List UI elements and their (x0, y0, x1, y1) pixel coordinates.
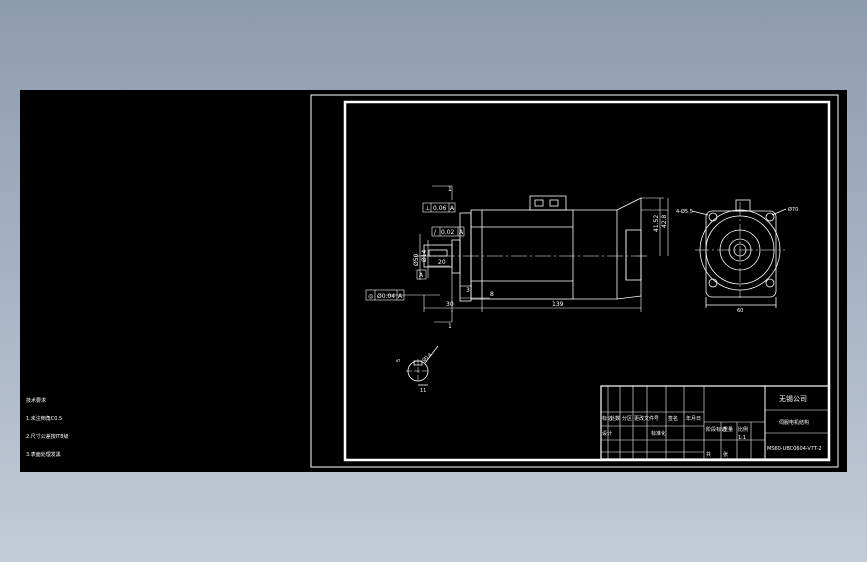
dim-shaft-length: 30 (446, 301, 454, 308)
side-view-dimensions (386, 185, 669, 323)
dim-pilot-dia: Ø50 (413, 253, 420, 266)
sheet-outer-border (310, 94, 839, 468)
shaft-section-view (406, 345, 439, 386)
tol1-value: 0.06 (433, 205, 447, 212)
dim-h2: 42.8 (661, 214, 668, 228)
sec-depth: 5 (396, 359, 402, 362)
cad-viewport[interactable]: ⊥ 0.06 A / 0.02 A ◎ Ø0.04 A A 1 1 20 3 3… (20, 90, 847, 472)
dim-holes: 4-Ø5.5 (676, 208, 693, 215)
technical-notes: 技术要求 1.未注倒角C0.5 2.尺寸公差按IT8级 3.表面处理发黑 (26, 386, 68, 464)
tb-scale-label: 比例 (738, 426, 748, 433)
tb-stage-label: 阶段标记 (706, 426, 726, 433)
tolerance-frame-3: ◎ Ø0.04 A (365, 289, 405, 301)
datum-marker: A (416, 269, 427, 280)
svg-text:⊥: ⊥ (425, 205, 430, 212)
datum-label: A (419, 272, 424, 279)
tolerance-frame-2: / 0.02 A (431, 226, 465, 237)
svg-text:◎: ◎ (368, 293, 373, 300)
tol1-ref: A (450, 205, 455, 212)
notes-title: 技术要求 (26, 398, 47, 404)
sec-height: 11 (420, 388, 426, 394)
dim-pcd: Ø70 (788, 206, 798, 213)
dim-key-length: 20 (438, 259, 446, 266)
tol2-value: 0.02 (441, 229, 455, 236)
tol3-ref: A (398, 293, 403, 300)
motor-end-view (691, 199, 787, 308)
dim-h1: 41.52 (653, 215, 660, 232)
dim-body-length: 139 (552, 301, 564, 308)
sheet-inner-border (343, 100, 831, 462)
tol3-value: Ø0.04 (377, 293, 395, 300)
tb-sheet-label: 共 (706, 451, 711, 458)
notes-line-2: 2.尺寸公差按IT8级 (26, 434, 69, 440)
tb-row-standard: 标准化 (651, 430, 666, 437)
tb-weight-label: 重量 (723, 426, 733, 433)
sec-width: Ø14 (421, 352, 433, 364)
tb-drawing-no: MS60-UBC0604-V7T-2 (767, 446, 822, 452)
tb-sheet-label-2: 张 (723, 451, 728, 458)
section-mark-top: 1 (448, 186, 452, 193)
section-dimension-labels: Ø14 11 5 (396, 352, 433, 394)
dim-flange: 8 (490, 291, 494, 298)
dim-width: 60 (737, 308, 743, 314)
motor-side-view (415, 195, 650, 302)
dim-shaft-dia: Ø14 (421, 249, 428, 262)
tb-row-design: 设计 (602, 430, 612, 437)
notes-line-3: 3.表面处理发黑 (26, 452, 61, 458)
section-mark-bottom: 1 (448, 323, 452, 330)
tb-scale-value: 1:1 (738, 435, 746, 441)
tb-header-2: 处数 (610, 415, 620, 422)
drawing-canvas: ⊥ 0.06 A / 0.02 A ◎ Ø0.04 A A 1 1 20 3 3… (310, 94, 839, 468)
tb-header-5: 签名 (668, 415, 678, 422)
dim-step: 3 (466, 287, 470, 294)
tb-header-1: 标记 (602, 415, 612, 422)
tb-header-6: 年月日 (686, 415, 701, 422)
title-block-text: 无锡公司 伺服电机结构 MS60-UBC0604-V7T-2 标记 处数 分区 … (602, 394, 822, 458)
tolerance-frame-1: ⊥ 0.06 A (422, 202, 456, 213)
tol2-ref: A (459, 229, 464, 236)
tb-company: 无锡公司 (779, 394, 807, 403)
tb-header-3: 分区 (622, 415, 632, 422)
svg-text:/: / (434, 229, 437, 236)
tb-header-4: 更改文件号 (634, 415, 659, 422)
tb-part-name: 伺服电机结构 (779, 419, 809, 426)
side-view-dimension-labels: 1 1 20 3 30 8 139 Ø14 Ø50 41.52 42.8 (413, 186, 668, 330)
title-block (600, 385, 830, 460)
end-view-dimension-labels: 4-Ø5.5 Ø70 60 (676, 206, 798, 314)
notes-line-1: 1.未注倒角C0.5 (26, 416, 63, 422)
